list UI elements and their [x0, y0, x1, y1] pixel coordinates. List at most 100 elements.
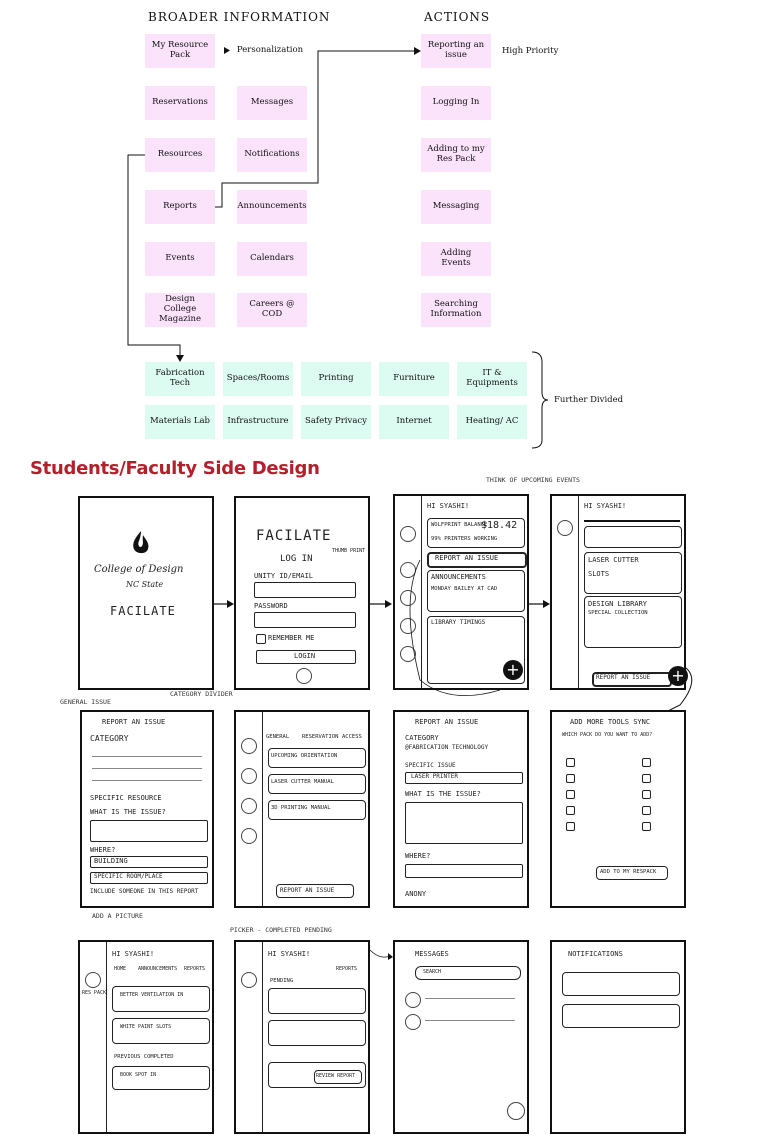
home-rail-icon-2: [400, 590, 416, 606]
home-rail-icon-4: [400, 646, 416, 662]
rep-review-label: REVIEW REPORT: [316, 1073, 356, 1079]
home-printers: 99% PRINTERS WORKING: [431, 536, 498, 542]
home2-tabs-line: [584, 520, 680, 522]
sketch-respack-screen: RES PACK HI SYASHI! HOME ANNOUNCEMENTS R…: [78, 940, 214, 1134]
add-check-10: [642, 822, 651, 831]
rep-item-2: [268, 1020, 366, 1046]
section-title: Students/Faculty Side Design: [30, 458, 320, 479]
rep-pending: PENDING: [270, 978, 294, 984]
note-general-issue: GENERAL ISSUE: [60, 698, 111, 706]
report-building-field: [90, 856, 208, 868]
box-reporting-issue: Reporting an issue: [421, 34, 491, 68]
sketch-resource-detail-screen: GENERAL RESERVATION ACCESS UPCOMING ORIE…: [234, 710, 370, 908]
report-building: BUILDING: [94, 857, 128, 865]
box-searching-information: Searching Information: [421, 293, 491, 327]
box-careers: Careers @ COD: [237, 293, 307, 327]
login-remember-checkbox: [256, 634, 266, 644]
box-notifications: Notifications: [237, 138, 307, 172]
sketch-splash-screen: College of Design NC State FACILATE: [78, 496, 214, 690]
box-furniture: Furniture: [379, 362, 449, 396]
box-it-equipments: IT & Equipments: [457, 362, 527, 396]
report-cat-line-3: [92, 780, 202, 781]
add-check-5: [566, 822, 575, 831]
detail-rail-icon-2: [241, 768, 257, 784]
home-lib-title: LIBRARY TIMINGS: [431, 619, 486, 626]
rp-greeting: HI SYASHI!: [112, 950, 155, 958]
splash-app-name: FACILATE: [110, 604, 176, 618]
detail-report-label: REPORT AN ISSUE: [280, 887, 335, 894]
login-button: [256, 650, 356, 664]
rp-item-1-label: BETTER VENTILATION IN: [120, 992, 184, 998]
report-cat-line-1: [92, 756, 202, 757]
box-safety-privacy: Safety Privacy: [301, 405, 371, 439]
note-picker: PICKER - COMPLETED PENDING: [230, 926, 332, 934]
home2-side-rail: [552, 496, 579, 688]
detail-side-rail: [236, 712, 263, 906]
report2-laser: LASER PRINTER: [411, 773, 458, 780]
home-balance-label: WOLFPRINT BALANCE: [431, 522, 488, 528]
home2-slots: SLOTS: [588, 570, 610, 578]
detail-item-2-label: LASER CUTTER MANUAL: [271, 779, 334, 785]
box-messages: Messages: [237, 86, 307, 120]
rep-tab: REPORTS: [336, 966, 358, 972]
rp-tab-announcements: ANNOUNCEMENTS: [138, 966, 178, 972]
detail-item-1: [268, 748, 366, 768]
box-events: Events: [145, 242, 215, 276]
msgs-search-field: [415, 966, 521, 980]
rp-avatar-icon: [85, 972, 101, 988]
sketch-login-screen: FACILATE LOG IN THUMB PRINT UNITY ID/EMA…: [234, 496, 370, 690]
home-ann-text: MONDAY BAILEY AT CAD: [431, 586, 498, 592]
login-password-field: [254, 612, 356, 628]
rp-label: RES PACK: [82, 990, 107, 996]
note-category: CATEGORY DIVIDER: [170, 690, 233, 698]
box-printing: Printing: [301, 362, 371, 396]
rep-item-3: [268, 1062, 366, 1088]
rp-side-rail: [80, 942, 107, 1132]
detail-rail-icon-3: [241, 798, 257, 814]
home-rail-icon-1: [400, 562, 416, 578]
fingerprint-icon: [296, 668, 312, 684]
rp-item-3-label: BOOK SPOT IN: [120, 1072, 157, 1078]
rp-completed: PREVIOUS COMPLETED: [114, 1054, 174, 1060]
detail-item-2: [268, 774, 366, 794]
add-check-8: [642, 790, 651, 799]
report-title: REPORT AN ISSUE: [102, 718, 166, 726]
report2-fab: @FABRICATION TECHNOLOGY: [405, 744, 489, 751]
detail-tab-general: GENERAL: [266, 734, 290, 740]
report2-anon: ANONY: [405, 890, 427, 898]
rep-review-button: [314, 1070, 362, 1084]
login-title: FACILATE: [256, 528, 332, 544]
note-upcoming: THINK OF UPCOMING EVENTS: [486, 476, 580, 484]
notif-title: NOTIFICATIONS: [568, 950, 623, 958]
box-messaging: Messaging: [421, 190, 491, 224]
add-check-2: [566, 774, 575, 783]
add-check-6: [642, 758, 651, 767]
detail-tab-access: ACCESS: [342, 734, 362, 740]
home2-rail-avatar-icon: [557, 520, 573, 536]
rep-greeting: HI SYASHI!: [268, 950, 311, 958]
sketch-report-specific-screen: REPORT AN ISSUE CATEGORY @FABRICATION TE…: [393, 710, 529, 908]
diagram-connectors: [127, 47, 549, 449]
box-reports: Reports: [145, 190, 215, 224]
report-what-field: [90, 820, 208, 842]
splash-logo-text: College of Design: [94, 564, 184, 575]
box-adding-res-pack: Adding to my Res Pack: [421, 138, 491, 172]
rep-side-rail: [236, 942, 263, 1132]
box-adding-events: Adding Events: [421, 242, 491, 276]
home2-design-card: [584, 596, 682, 648]
add-button-label: ADD TO MY RESPACK: [600, 869, 657, 875]
home2-report-label: REPORT AN ISSUE: [596, 674, 651, 681]
report-cat-line-2: [92, 768, 202, 769]
box-personalization: Personalization: [236, 45, 304, 56]
further-divided-label: Further Divided: [554, 395, 624, 405]
detail-item-3: [268, 800, 366, 820]
report-place-field: [90, 872, 208, 884]
report2-category: CATEGORY: [405, 734, 439, 742]
msgs-line-2: [425, 1020, 515, 1021]
detail-tab-reservation: RESERVATION: [302, 734, 339, 740]
login-note: THUMB PRINT: [332, 548, 366, 554]
sketch-home-respack-screen: HI SYASHI! LASER CUTTER SLOTS DESIGN LIB…: [550, 494, 688, 690]
msgs-avatar-1: [405, 992, 421, 1008]
report2-specific: SPECIFIC ISSUE: [405, 762, 456, 769]
add-check-4: [566, 806, 575, 815]
